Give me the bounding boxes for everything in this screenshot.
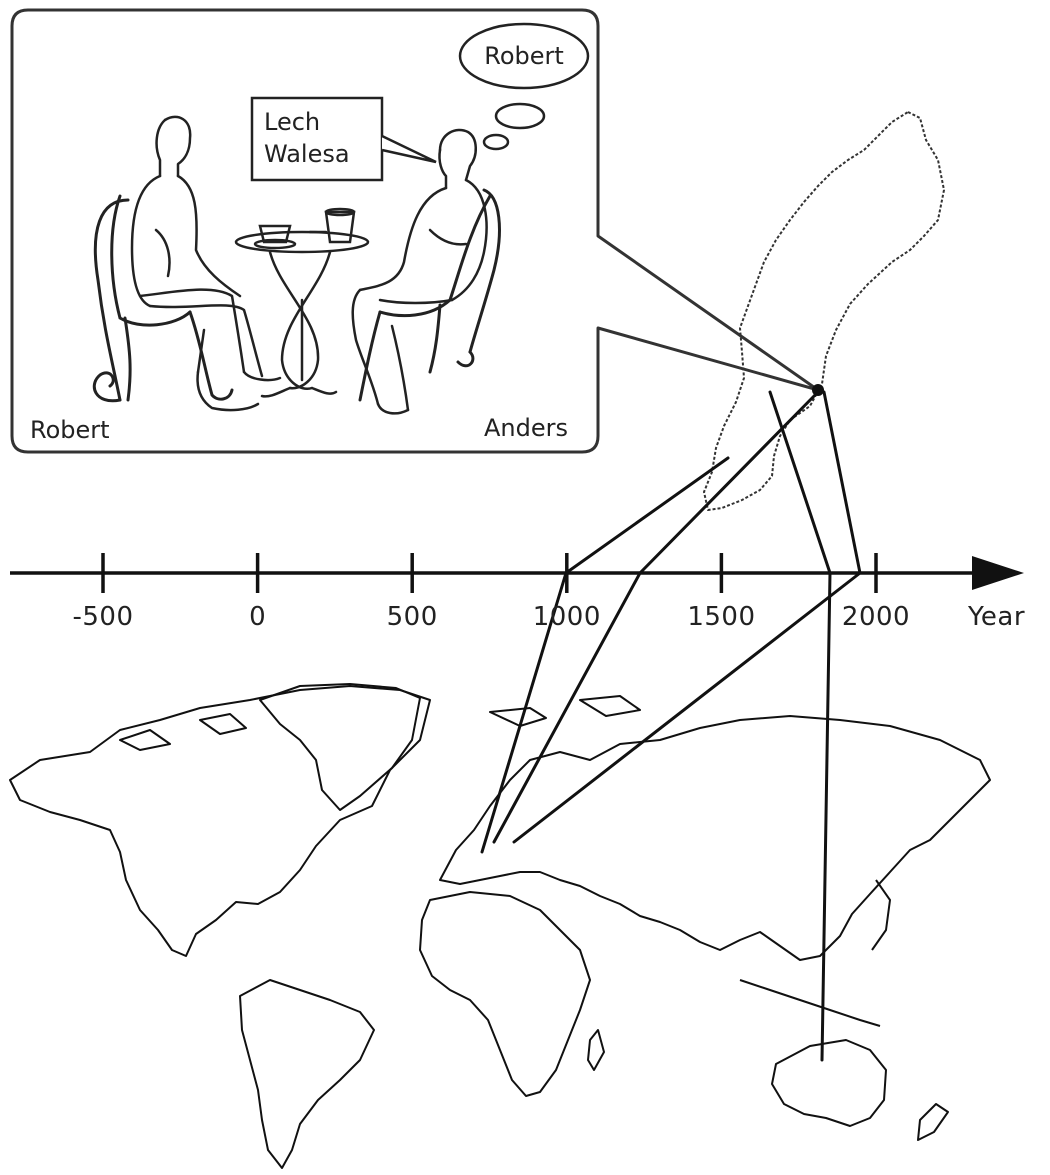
europe-asia-outline xyxy=(440,716,990,960)
timeline-arrowhead xyxy=(972,556,1024,590)
timeline-tick-label: 1000 xyxy=(533,602,601,632)
world-map xyxy=(10,684,990,1168)
left-person-label: Robert xyxy=(30,416,110,444)
thought-text: Robert xyxy=(484,42,564,70)
timeline-tick-label: -500 xyxy=(72,602,133,632)
timeline-axis-label: Year xyxy=(967,602,1025,632)
north-america-outline xyxy=(10,686,430,956)
timeline-tick-label: 0 xyxy=(249,602,266,632)
timeline-tick-label: 2000 xyxy=(842,602,910,632)
line-1870-to-australia xyxy=(822,573,830,1060)
japan-outline xyxy=(872,880,890,950)
arctic-islands xyxy=(120,696,640,750)
africa-outline xyxy=(420,892,590,1096)
timeline-tick-label: 1500 xyxy=(687,602,755,632)
timeline: -500 0 500 1000 1500 2000 Year xyxy=(10,553,1025,632)
line-1000-to-sweden xyxy=(566,458,728,573)
speech-line-1: Lech xyxy=(264,108,320,136)
line-1250-to-sweden xyxy=(640,392,818,573)
scene-panel: Lech Walesa Robert Robert Anders xyxy=(12,10,818,452)
sweden-map xyxy=(704,112,944,510)
new-zealand-outline xyxy=(918,1104,948,1140)
greenland-outline xyxy=(260,684,420,810)
right-person-label: Anders xyxy=(484,414,568,442)
speech-line-2: Walesa xyxy=(264,140,350,168)
line-1870-to-sweden xyxy=(770,392,830,573)
thought-bubble-dot-large xyxy=(496,104,544,128)
line-1960-to-sweden xyxy=(824,392,860,573)
timeline-tick-label: 500 xyxy=(387,602,438,632)
southeast-asia-islands xyxy=(740,980,880,1026)
madagascar-outline xyxy=(588,1030,604,1070)
australia-outline xyxy=(772,1040,886,1126)
south-america-outline xyxy=(240,980,374,1168)
thought-bubble-dot-small xyxy=(484,135,508,149)
timeline-ticks: -500 0 500 1000 1500 2000 xyxy=(72,553,910,632)
